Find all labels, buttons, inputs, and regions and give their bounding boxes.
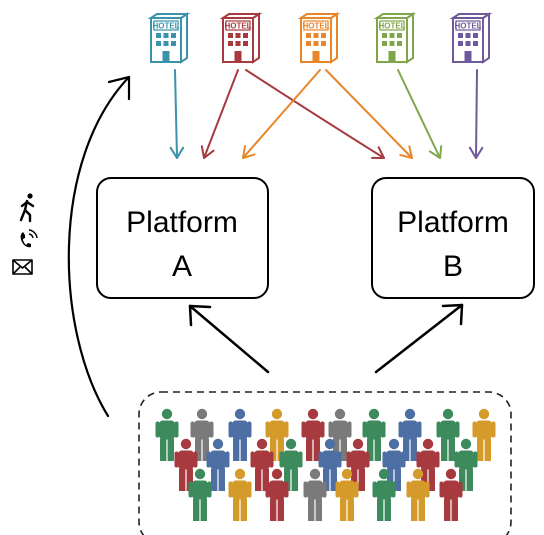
hotel-sign-label: HOTEL — [152, 22, 179, 31]
platform-a-box — [96, 177, 269, 299]
platform-b-letter: B — [443, 250, 463, 283]
crowd — [155, 408, 496, 521]
arrowhead-a — [188, 304, 212, 327]
hotel-arrow — [397, 69, 443, 159]
phone-icon — [20, 229, 38, 248]
platform-a: Platform A — [96, 177, 269, 299]
platform-a-letter: A — [172, 250, 192, 283]
hotel-sign-label: HOTEL — [224, 22, 251, 31]
hotel-arrow — [200, 69, 239, 159]
direct-contact-arrow — [67, 75, 131, 418]
hotel-sign-label: HOTEL — [378, 22, 405, 31]
hotel-icon: HOTEL — [376, 13, 414, 63]
arrow-crowd-to-b — [374, 303, 464, 374]
hotel-arrow — [169, 69, 185, 159]
contact-channels — [12, 193, 38, 275]
crowd-person — [228, 468, 252, 521]
hotel-arrow — [242, 69, 321, 159]
hotel-sign-label: HOTEL — [454, 22, 481, 31]
hotels-row: HOTEL HOTEL HOTEL HOTEL HOTEL — [150, 13, 490, 63]
hotel-icon: HOTEL — [452, 13, 490, 63]
platform-b-box — [371, 177, 535, 299]
direct-contact-curve — [67, 75, 131, 418]
direct-contact-arrowhead — [107, 75, 131, 101]
hotel-icon: HOTEL — [222, 13, 260, 63]
arrowhead-b — [441, 303, 464, 326]
crowd-to-platform-arrows — [188, 303, 464, 374]
hotel-arrow — [325, 69, 413, 159]
crowd-person — [228, 408, 252, 461]
platform-a-label: Platform — [126, 206, 238, 239]
arrow-crowd-to-a — [188, 304, 270, 374]
hotel-arrow — [245, 69, 385, 159]
hotel-to-platform-arrows — [169, 69, 484, 159]
hotel-sign-label: HOTEL — [302, 22, 329, 31]
envelope-icon — [12, 259, 33, 275]
hotel-icon: HOTEL — [300, 13, 338, 63]
hotel-icon: HOTEL — [150, 13, 188, 63]
hotel-arrow — [468, 69, 484, 159]
platform-b: Platform B — [371, 177, 535, 299]
platform-b-label: Platform — [397, 206, 509, 239]
walking-person-icon — [19, 193, 35, 223]
